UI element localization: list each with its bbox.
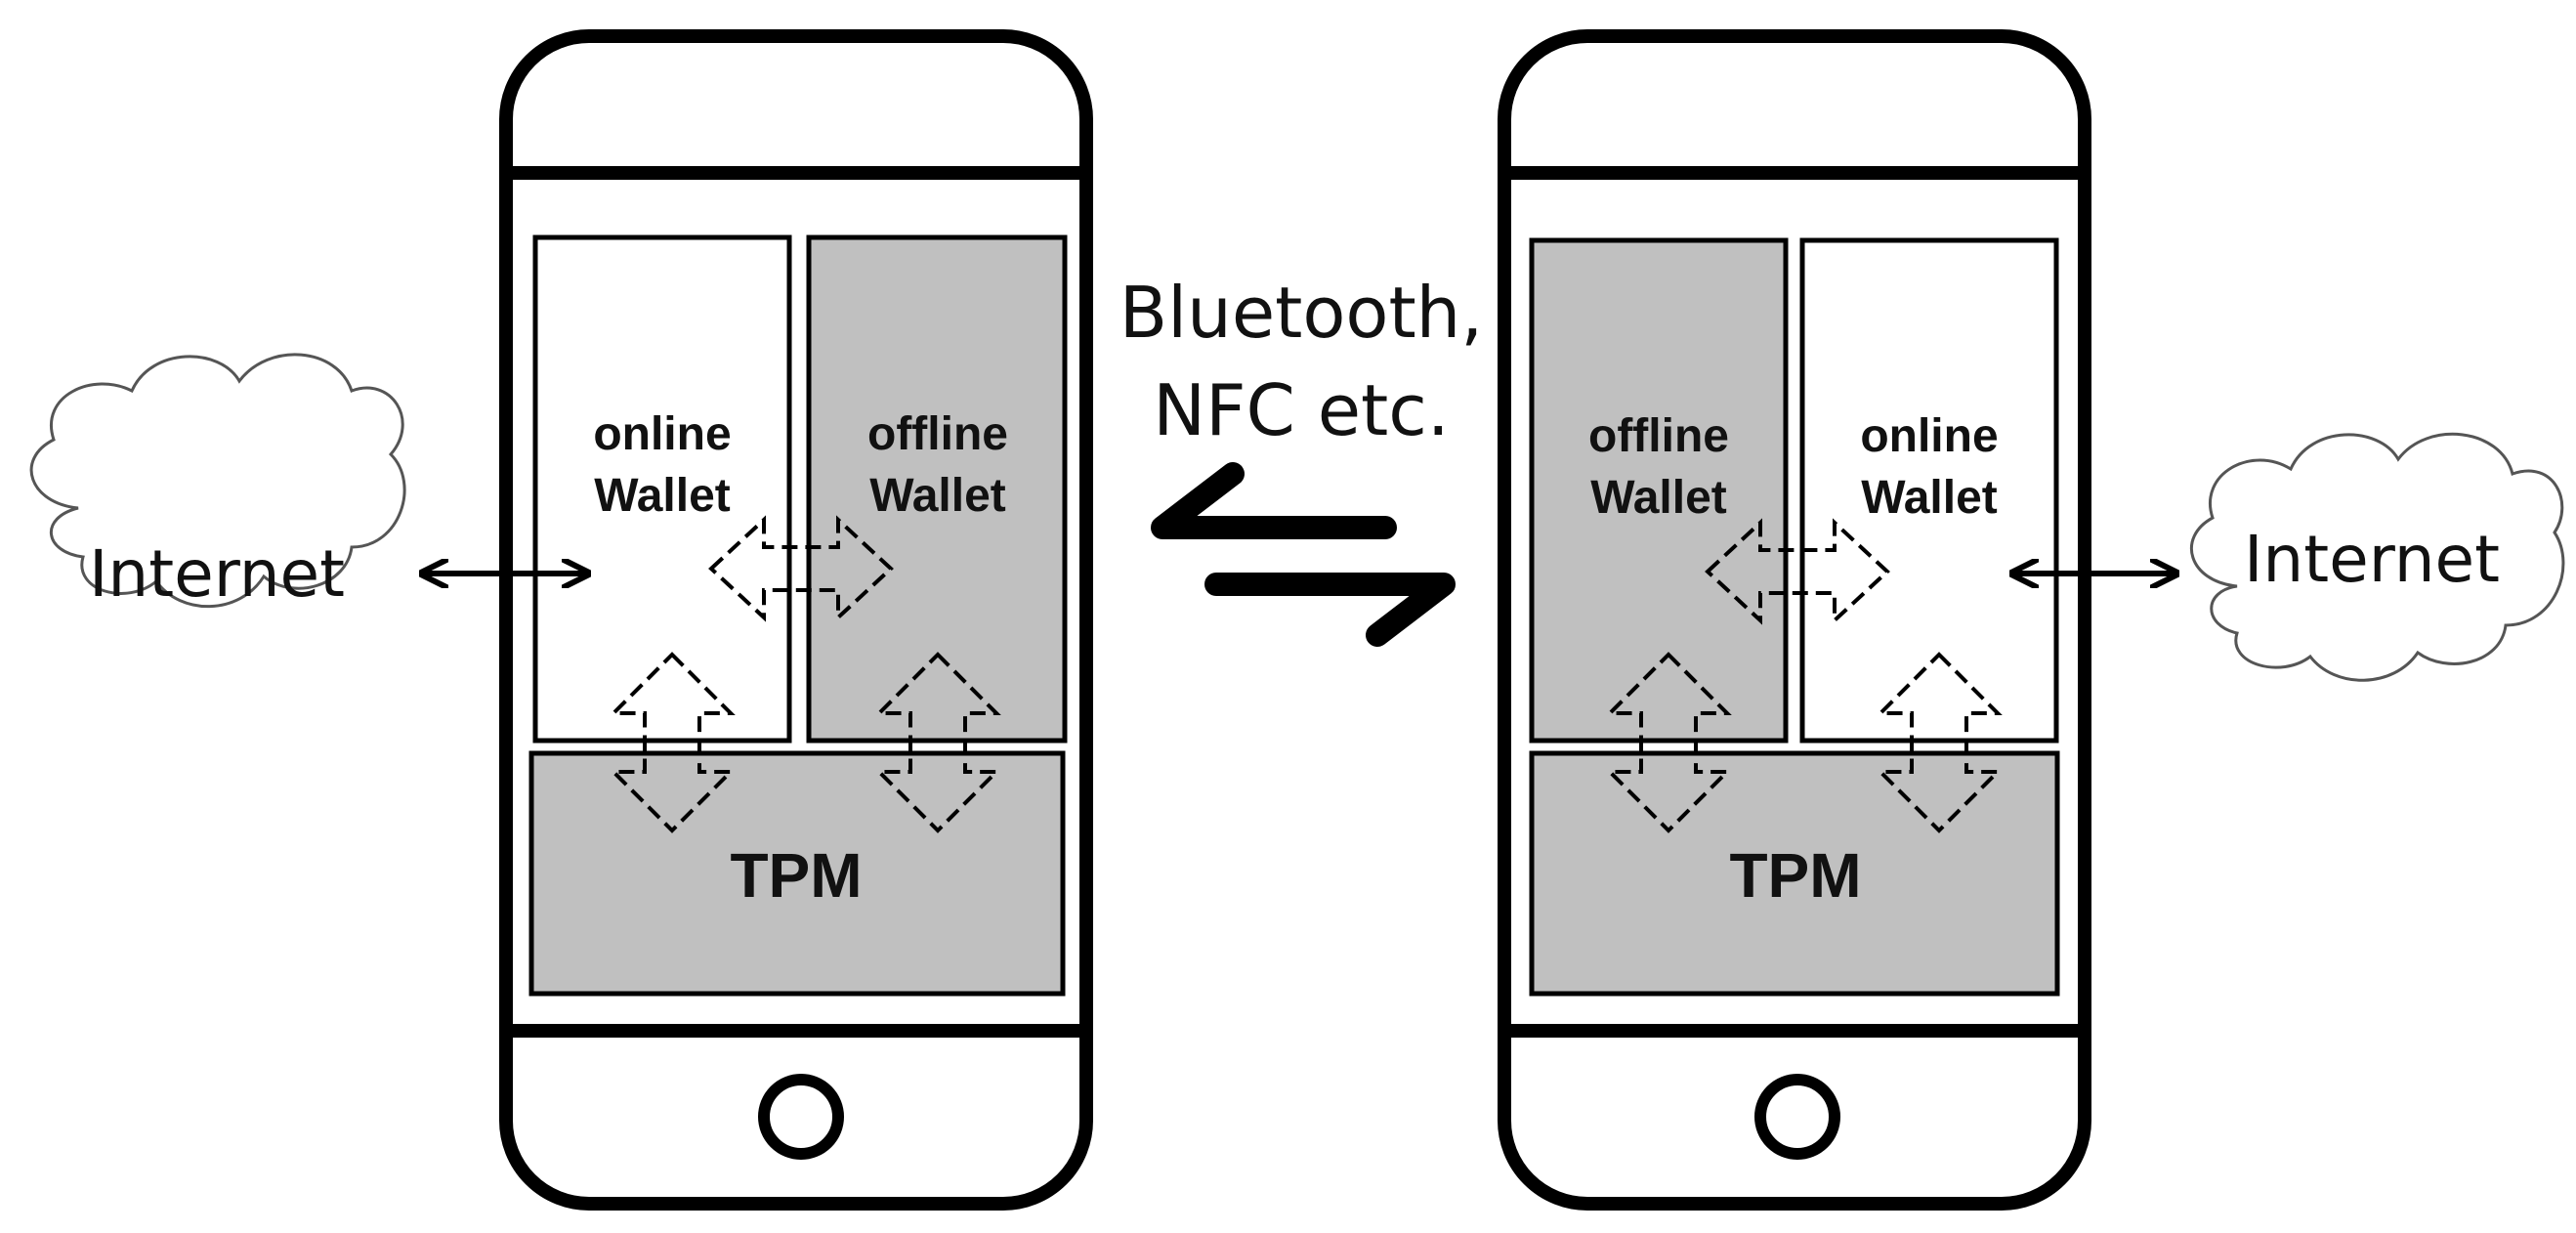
right-cloud-icon xyxy=(2189,432,2565,682)
link-label-line2: NFC etc. xyxy=(1153,369,1449,451)
right-offline-wallet-box xyxy=(1529,237,1789,744)
left-phone: online Wallet offline Wallet TPM xyxy=(499,29,1093,1211)
right-wallet-b-line1: online xyxy=(1860,410,1998,462)
right-phone: offline Wallet online Wallet TPM xyxy=(1498,29,2091,1211)
right-tpm-box xyxy=(1529,750,2060,997)
right-online-wallet-box xyxy=(1799,237,2059,744)
right-wallet-a-line1: offline xyxy=(1588,410,1729,462)
right-wallet-b-line2: Wallet xyxy=(1861,472,1998,524)
right-wallet-a-line2: Wallet xyxy=(1590,472,1727,524)
bidirectional-link-arrow-top-icon xyxy=(1151,462,1397,539)
left-internet-cloud: Internet xyxy=(29,353,406,612)
left-wallet-b-line2: Wallet xyxy=(869,470,1006,522)
left-wallet-a-line2: Wallet xyxy=(594,470,731,522)
left-wallet-exchange-dashed-arrow-icon xyxy=(708,515,894,622)
left-tpm-label: TPM xyxy=(730,840,862,911)
right-offline-tpm-dashed-arrow-icon xyxy=(1605,652,1732,833)
bidirectional-link-arrow-bottom-icon xyxy=(1204,573,1456,647)
left-online-wallet-box xyxy=(532,234,792,744)
right-online-tpm-dashed-arrow-icon xyxy=(1876,652,2003,833)
link-label-line1: Bluetooth, xyxy=(1119,272,1483,354)
right-wallet-exchange-dashed-arrow-icon xyxy=(1705,518,1890,625)
left-offline-tpm-dashed-arrow-icon xyxy=(874,652,1001,833)
right-internet-cloud: Internet xyxy=(2189,432,2565,682)
left-internet-label: Internet xyxy=(89,536,345,612)
right-internet-label: Internet xyxy=(2244,522,2500,597)
left-wallet-a-line1: online xyxy=(593,408,731,460)
right-home-button-icon xyxy=(1754,1074,1840,1160)
left-cloud-icon xyxy=(29,353,406,609)
right-tpm-label: TPM xyxy=(1729,840,1861,911)
left-online-tpm-dashed-arrow-icon xyxy=(609,652,736,833)
left-wallet-b-line1: offline xyxy=(867,408,1008,460)
left-tpm-box xyxy=(528,750,1066,997)
left-home-button-icon xyxy=(758,1074,844,1160)
